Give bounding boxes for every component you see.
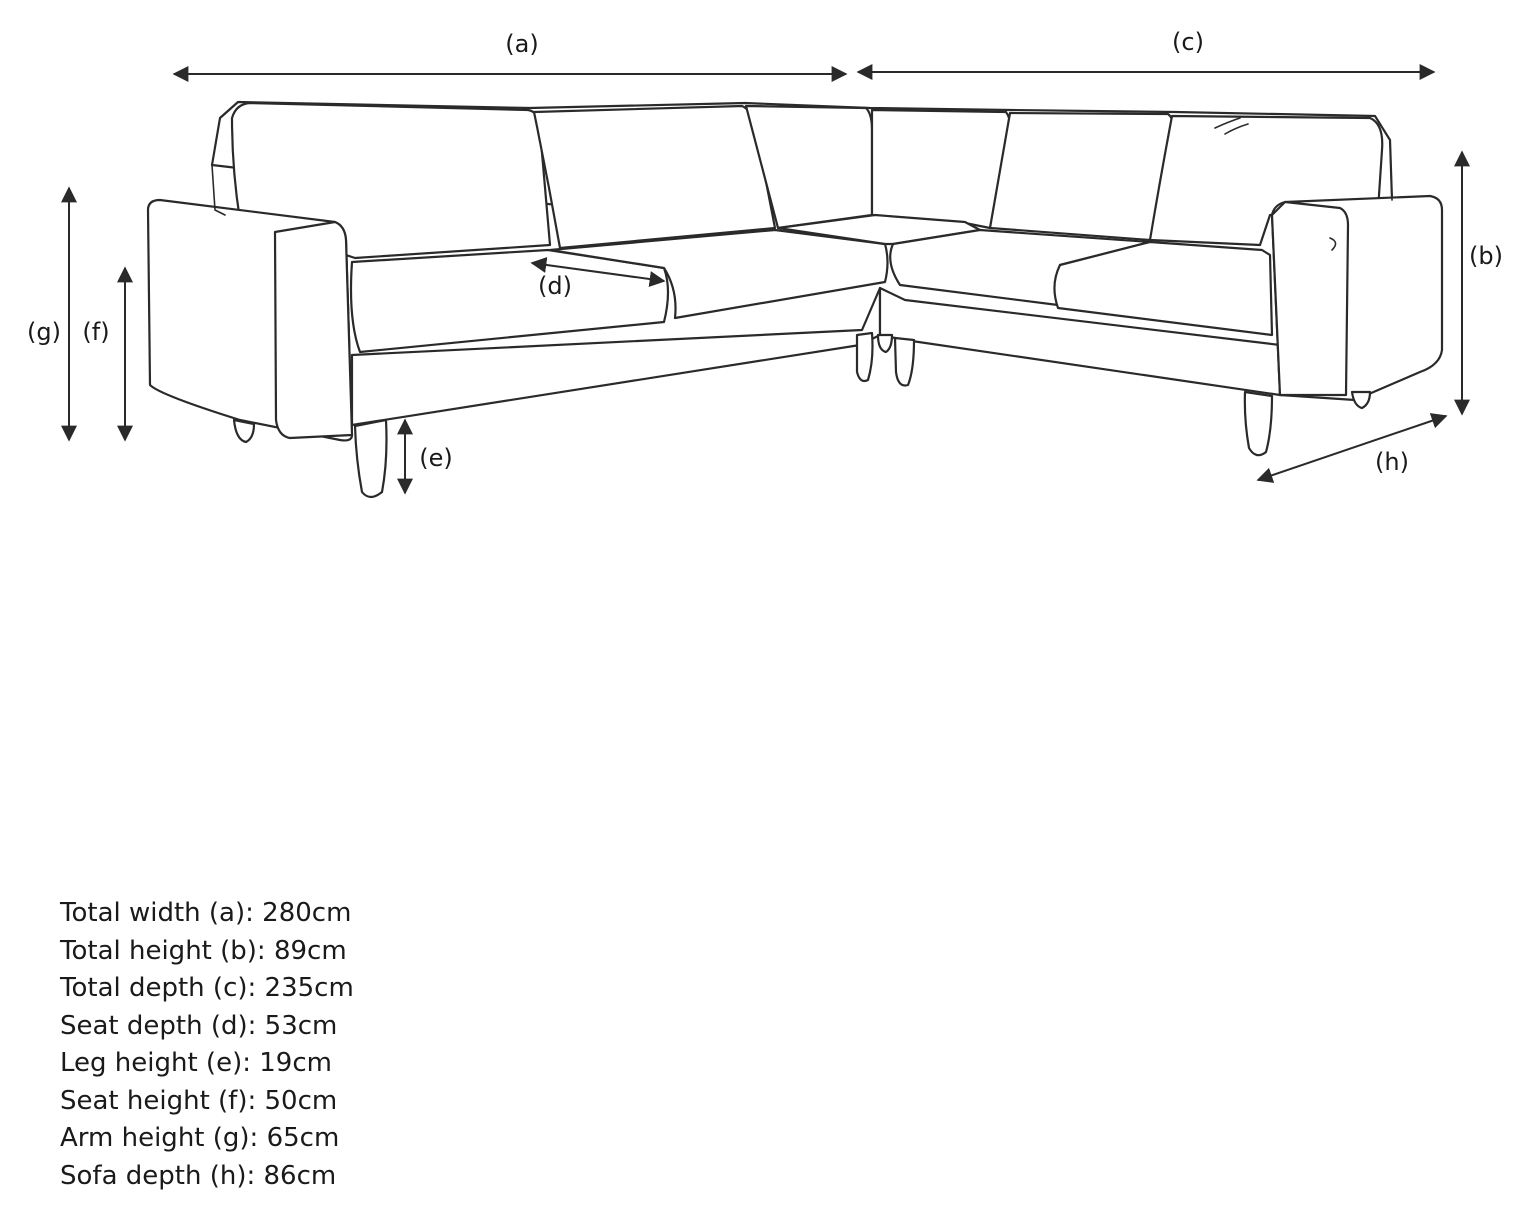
spec-leg-height: Leg height (e): 19cm <box>60 1048 332 1078</box>
label-c: (c) <box>1172 28 1204 56</box>
spec-total-depth: Total depth (c): 235cm <box>60 973 354 1003</box>
dimension-spec-list: Total width (a): 280cm Total height (b):… <box>60 895 354 1195</box>
leg-corner-front <box>855 331 874 383</box>
left-arm-side <box>273 220 354 440</box>
leg-front-right <box>1243 390 1274 457</box>
right-arm-inner <box>1270 200 1350 397</box>
leg-corner-right <box>893 336 916 387</box>
spec-seat-depth: Seat depth (d): 53cm <box>60 1010 338 1041</box>
leg-corner-middle <box>876 333 894 354</box>
arrow-h <box>1256 413 1448 483</box>
spec-sofa-depth: Sofa depth (h): 86cm <box>60 1160 337 1191</box>
label-g: (g) <box>27 318 61 346</box>
leg-front-left <box>353 418 388 499</box>
spec-seat-height: Seat height (f): 50cm <box>60 1085 338 1116</box>
seat-cushion-4 <box>1053 240 1274 337</box>
label-e: (e) <box>419 444 453 472</box>
label-b: (b) <box>1469 242 1503 270</box>
spec-total-height: Total height (b): 89cm <box>60 935 347 966</box>
back-cushion-3 <box>988 111 1175 242</box>
arrow-d <box>530 257 666 287</box>
spec-arm-height: Arm height (g): 65cm <box>60 1123 340 1153</box>
dimension-labels: (a) (c) (b) (g) (f) (e) (d) (h) <box>27 28 1503 476</box>
seat-cushion-2 <box>548 228 889 320</box>
label-h: (h) <box>1375 448 1409 476</box>
label-d: (d) <box>538 272 572 300</box>
leg-back-right <box>1350 390 1372 410</box>
corner-sofa-illustration <box>146 100 1444 499</box>
label-a: (a) <box>505 30 538 58</box>
dimension-arrows <box>61 64 1470 495</box>
leg-back-left <box>232 418 256 444</box>
back-cushion-4 <box>1148 114 1384 247</box>
seat-cushion-1 <box>349 248 670 354</box>
back-cushion-2 <box>532 104 777 250</box>
back-cushion-corner-right <box>870 108 1012 230</box>
label-f: (f) <box>82 318 109 346</box>
spec-total-width: Total width (a): 280cm <box>60 898 352 928</box>
sofa-dimension-diagram: (a) (c) (b) (g) (f) (e) (d) (h) <box>27 28 1503 499</box>
